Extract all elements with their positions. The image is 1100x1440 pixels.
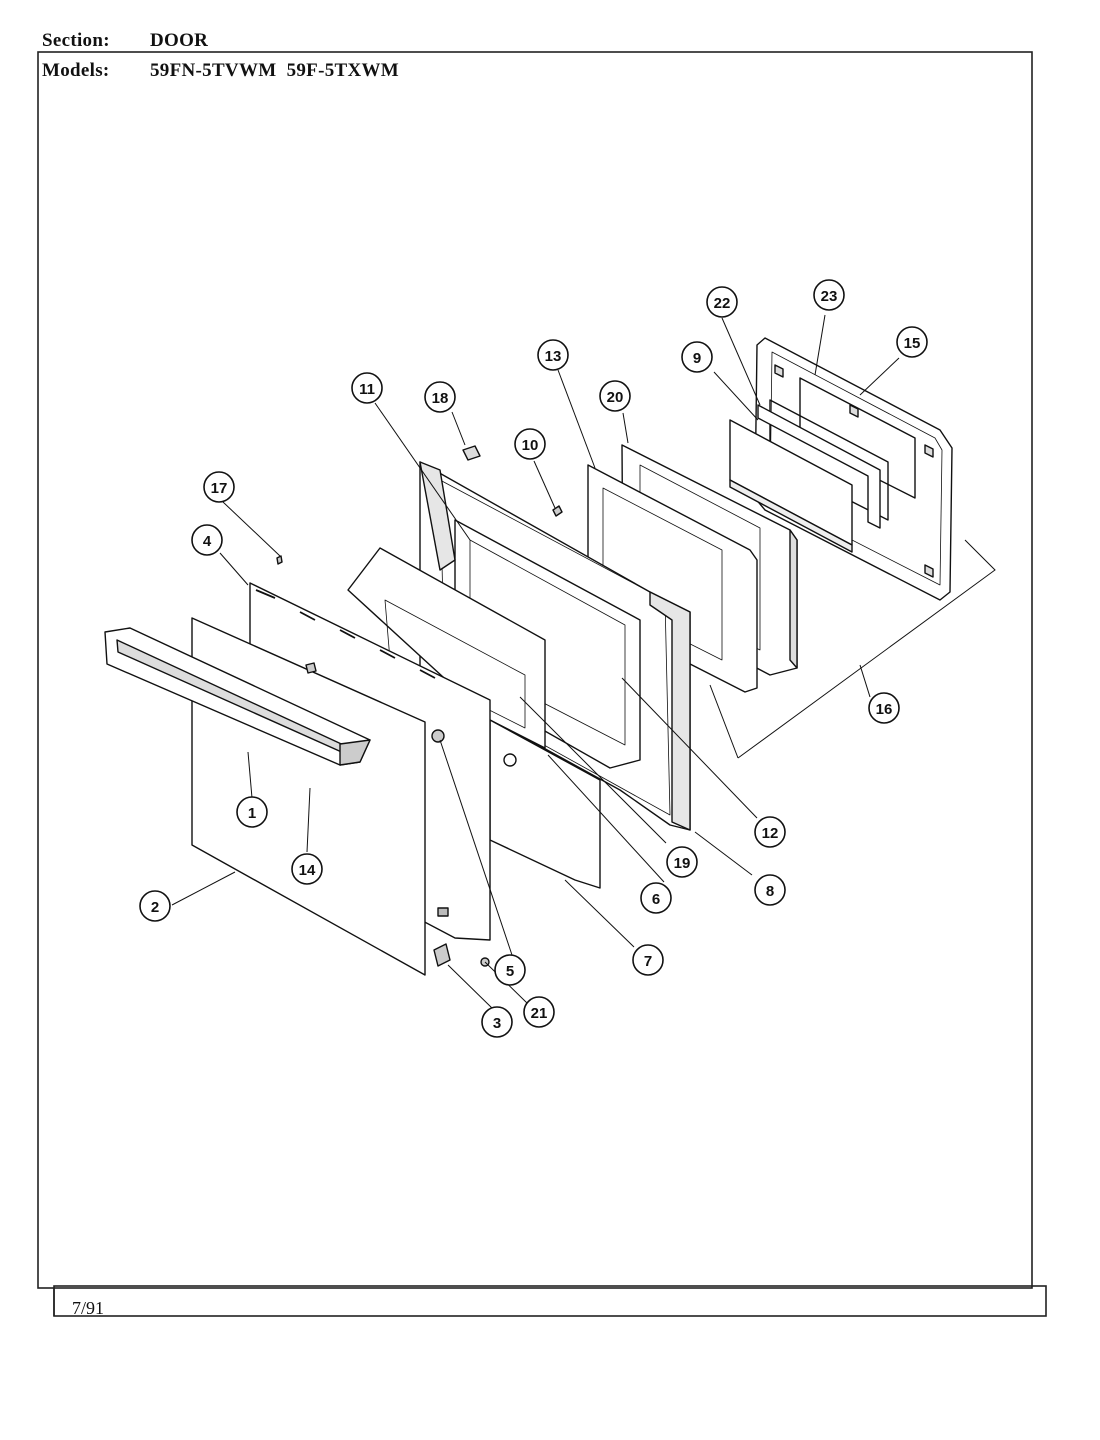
- callout-15: 15: [896, 326, 928, 358]
- part-17: [276, 555, 283, 565]
- callout-21-label: 21: [531, 1005, 548, 1022]
- part-23-glass: [769, 377, 916, 521]
- callout-4-label: 4: [203, 533, 212, 550]
- part-18: [462, 445, 481, 461]
- leader-lines: [171, 314, 996, 1011]
- callout-22-label: 22: [714, 295, 731, 312]
- callout-1: 1: [236, 796, 268, 828]
- callout-1-label: 1: [248, 805, 256, 822]
- callout-18: 18: [424, 381, 456, 413]
- callout-2: 2: [139, 890, 171, 922]
- callout-14-label: 14: [299, 862, 316, 879]
- callout-20: 20: [599, 380, 631, 412]
- part-9-glass: [729, 419, 853, 553]
- callout-8-label: 8: [766, 883, 774, 900]
- callout-19-label: 19: [674, 855, 691, 872]
- section-label: Section:: [42, 30, 110, 51]
- callout-21: 21: [523, 996, 555, 1028]
- callout-6: 6: [640, 882, 672, 914]
- page-frame: [37, 51, 1047, 1317]
- callouts: 1 2 3 4 5 6 7 8 9 10 11 12 13 14 15 16 1…: [139, 279, 928, 1038]
- callout-10-label: 10: [522, 437, 539, 454]
- callout-16-label: 16: [876, 701, 893, 718]
- callout-7: 7: [632, 944, 664, 976]
- callout-16: 16: [868, 692, 900, 724]
- part-8-inner-door: [419, 461, 691, 831]
- callout-3-label: 3: [493, 1015, 501, 1032]
- section-value: DOOR: [150, 30, 209, 51]
- callout-10: 10: [514, 428, 546, 460]
- callout-11: 11: [351, 372, 383, 404]
- models-label: Models:: [42, 60, 110, 81]
- callout-2-label: 2: [151, 899, 159, 916]
- callout-19: 19: [666, 846, 698, 878]
- callout-8: 8: [754, 874, 786, 906]
- footer-date: 7/91: [72, 1298, 105, 1318]
- door-parts: [104, 337, 953, 976]
- callout-17-label: 17: [211, 480, 228, 497]
- callout-23: 23: [813, 279, 845, 311]
- callout-18-label: 18: [432, 390, 449, 407]
- callout-15-label: 15: [904, 335, 921, 352]
- callout-13: 13: [537, 339, 569, 371]
- part-22-gasket: [757, 404, 881, 529]
- callout-20-label: 20: [607, 389, 624, 406]
- part-3: [433, 943, 451, 967]
- callout-23-label: 23: [821, 288, 838, 305]
- callout-17: 17: [203, 471, 235, 503]
- callout-6-label: 6: [652, 891, 660, 908]
- models-value: 59FN-5TVWM 59F-5TXWM: [150, 60, 400, 81]
- callout-5: 5: [494, 954, 526, 986]
- callout-7-label: 7: [644, 953, 652, 970]
- part-14: [305, 662, 317, 674]
- callout-11-label: 11: [359, 381, 375, 398]
- callout-12: 12: [754, 816, 786, 848]
- callout-5-label: 5: [506, 963, 514, 980]
- callout-14: 14: [291, 853, 323, 885]
- callout-12-label: 12: [762, 825, 779, 842]
- callout-4: 4: [191, 524, 223, 556]
- callout-9-label: 9: [693, 350, 701, 367]
- part-1-handle: [104, 627, 371, 766]
- callout-22: 22: [706, 286, 738, 318]
- part-10: [552, 505, 563, 517]
- callout-3: 3: [481, 1006, 513, 1038]
- callout-13-label: 13: [545, 348, 562, 365]
- callout-9: 9: [681, 341, 713, 373]
